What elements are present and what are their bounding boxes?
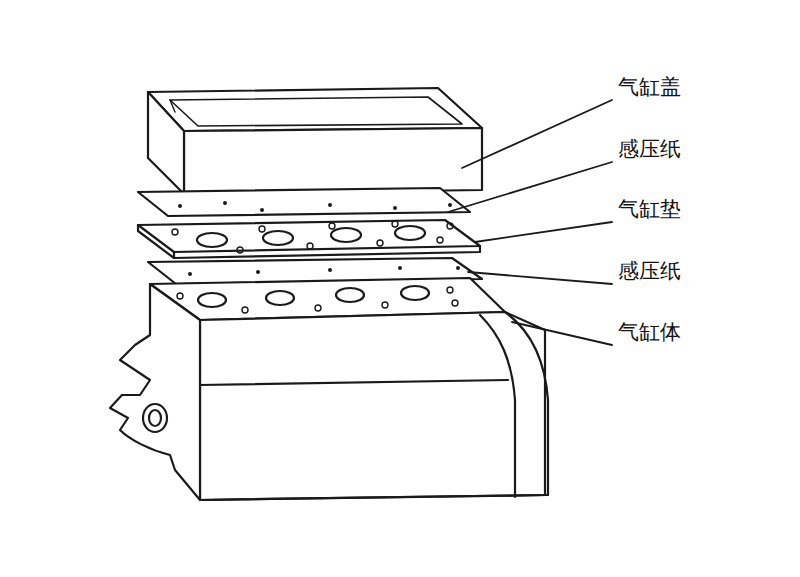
- pressure-paper: [138, 188, 470, 216]
- part-label: 感压纸: [618, 138, 681, 161]
- leader-line: [512, 322, 612, 345]
- leader-line: [468, 272, 612, 284]
- cylinder-block: [110, 278, 548, 500]
- cylinder-gasket: [138, 220, 480, 258]
- part-label: 气缸垫: [618, 198, 681, 221]
- part-label: 气缸体: [618, 321, 681, 344]
- cylinder-head: [148, 88, 482, 194]
- leader-lines: [448, 100, 612, 345]
- leader-line: [462, 100, 612, 168]
- leader-line: [448, 162, 612, 212]
- part-label: 感压纸: [618, 260, 681, 283]
- part-label: 气缸盖: [618, 76, 681, 99]
- leader-line: [475, 222, 612, 242]
